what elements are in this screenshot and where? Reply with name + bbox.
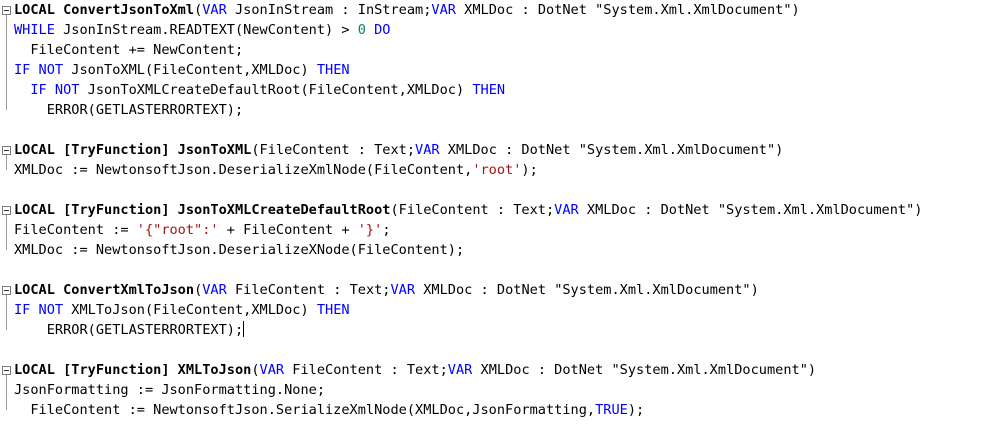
fold-guide <box>6 15 7 110</box>
code-token: LOCAL <box>14 2 64 18</box>
code-line[interactable]: IF NOT JsonToXML(FileContent,XMLDoc) THE… <box>14 60 350 80</box>
fold-toggle-icon[interactable] <box>2 366 11 375</box>
code-line[interactable]: LOCAL ConvertJsonToXml(VAR JsonInStream … <box>14 0 800 20</box>
code-line[interactable]: WHILE JsonInStream.READTEXT(NewContent) … <box>14 20 391 40</box>
code-token: TRUE <box>595 402 628 418</box>
code-token: FileContent : Text; <box>284 362 448 378</box>
code-token: 'root' <box>472 162 522 178</box>
code-token: 0 <box>357 22 366 38</box>
fold-toggle-icon[interactable] <box>2 6 11 15</box>
code-token: IF NOT <box>14 302 64 318</box>
code-line[interactable]: ERROR(GETLASTERRORTEXT); <box>14 320 245 340</box>
code-line[interactable]: IF NOT XMLToJson(FileContent,XMLDoc) THE… <box>14 300 350 320</box>
code-token: WHILE <box>14 22 55 38</box>
code-token: LOCAL ConvertXmlToJson <box>14 282 195 298</box>
code-token: ( <box>194 2 203 18</box>
code-token: ); <box>521 162 538 178</box>
code-token: ( <box>194 282 203 298</box>
code-token: XMLDoc : DotNet "System.Xml.XmlDocument"… <box>415 282 759 298</box>
code-token: IF NOT <box>14 62 64 78</box>
code-line[interactable]: FileContent := NewtonsoftJson.SerializeX… <box>14 400 644 420</box>
code-token: ( <box>251 362 260 378</box>
code-token: JsonToXMLCreateDefaultRoot(FileContent,X… <box>79 82 473 98</box>
code-token: FileContent := <box>14 222 137 238</box>
code-token: VAR <box>554 202 579 218</box>
code-token: XMLDoc : DotNet "System.Xml.XmlDocument"… <box>439 142 784 158</box>
code-line[interactable]: LOCAL [TryFunction] JsonToXMLCreateDefau… <box>14 200 922 220</box>
code-token: ERROR(GETLASTERRORTEXT); <box>14 322 244 338</box>
code-line[interactable]: FileContent += NewContent; <box>14 40 243 60</box>
code-token: XMLToJson(FileContent,XMLDoc) <box>63 302 317 318</box>
code-token: LOCAL [TryFunction] XMLToJson <box>14 362 252 378</box>
code-token: XMLDoc : DotNet "System.Xml.XmlDocument"… <box>472 362 817 378</box>
code-token: (FileContent : Text; <box>251 142 416 158</box>
code-token: VAR <box>415 142 440 158</box>
code-token: XMLDoc : DotNet "System.Xml.XmlDocument"… <box>578 202 923 218</box>
text-caret <box>243 321 245 337</box>
code-line[interactable]: XMLDoc := NewtonsoftJson.DeserializeXmlN… <box>14 160 538 180</box>
code-token: XMLDoc := NewtonsoftJson.DeserializeXmlN… <box>14 162 473 178</box>
code-token: THEN <box>316 62 350 78</box>
code-token: JsonInStream : InStream; <box>226 2 432 18</box>
code-token: '}' <box>357 222 383 238</box>
code-token: XMLDoc : DotNet "System.Xml.XmlDocument"… <box>455 2 800 18</box>
code-token: LOCAL [TryFunction] JsonToXML <box>14 142 252 158</box>
code-line[interactable]: ERROR(GETLASTERRORTEXT); <box>14 100 243 120</box>
fold-guide <box>6 215 7 250</box>
code-token: VAR <box>259 362 285 378</box>
code-token: JsonToXML(FileContent,XMLDoc) <box>63 62 317 78</box>
fold-guide <box>6 295 7 330</box>
fold-toggle-icon[interactable] <box>2 286 11 295</box>
code-token: VAR <box>447 362 473 378</box>
code-token: VAR <box>202 2 227 18</box>
code-line[interactable]: IF NOT JsonToXMLCreateDefaultRoot(FileCo… <box>14 80 505 100</box>
code-token: JsonFormatting := JsonFormatting.None; <box>14 382 325 398</box>
code-token <box>366 22 374 38</box>
code-token: JsonInStream.READTEXT(NewContent) > <box>54 22 358 38</box>
code-token: LOCAL [TryFunction] JsonToXMLCreateDefau… <box>14 202 391 218</box>
code-line[interactable]: JsonFormatting := JsonFormatting.None; <box>14 380 325 400</box>
code-token: VAR <box>431 2 456 18</box>
code-token: XMLDoc := NewtonsoftJson.DeserializeXNod… <box>14 242 465 258</box>
fold-guide <box>6 375 7 410</box>
fold-toggle-icon[interactable] <box>2 146 11 155</box>
code-token <box>14 82 30 98</box>
code-token: ; <box>382 222 391 238</box>
code-line[interactable]: LOCAL ConvertXmlToJson(VAR FileContent :… <box>14 280 759 300</box>
code-token: FileContent += NewContent; <box>14 42 244 58</box>
code-token: + FileContent + <box>218 222 358 238</box>
code-token: FileContent := NewtonsoftJson.SerializeX… <box>14 402 596 418</box>
fold-toggle-icon[interactable] <box>2 206 11 215</box>
code-token: VAR <box>202 282 227 298</box>
code-token: VAR <box>390 282 416 298</box>
code-token: (FileContent : Text; <box>390 202 555 218</box>
code-token: DO <box>374 22 391 38</box>
code-line[interactable]: LOCAL [TryFunction] JsonToXML(FileConten… <box>14 140 783 160</box>
code-token: FileContent : Text; <box>226 282 391 298</box>
code-line[interactable]: FileContent := '{"root":' + FileContent … <box>14 220 391 240</box>
code-line[interactable]: LOCAL [TryFunction] XMLToJson(VAR FileCo… <box>14 360 816 380</box>
code-token: IF NOT <box>30 82 80 98</box>
fold-guide <box>6 155 7 170</box>
code-token: '{"root":' <box>136 222 219 238</box>
code-token: ); <box>627 402 645 418</box>
code-token: THEN <box>316 302 350 318</box>
code-token: ERROR(GETLASTERRORTEXT); <box>14 102 244 118</box>
code-line[interactable]: XMLDoc := NewtonsoftJson.DeserializeXNod… <box>14 240 464 260</box>
code-token: THEN <box>472 82 506 98</box>
code-token: ConvertJsonToXml <box>63 2 195 18</box>
